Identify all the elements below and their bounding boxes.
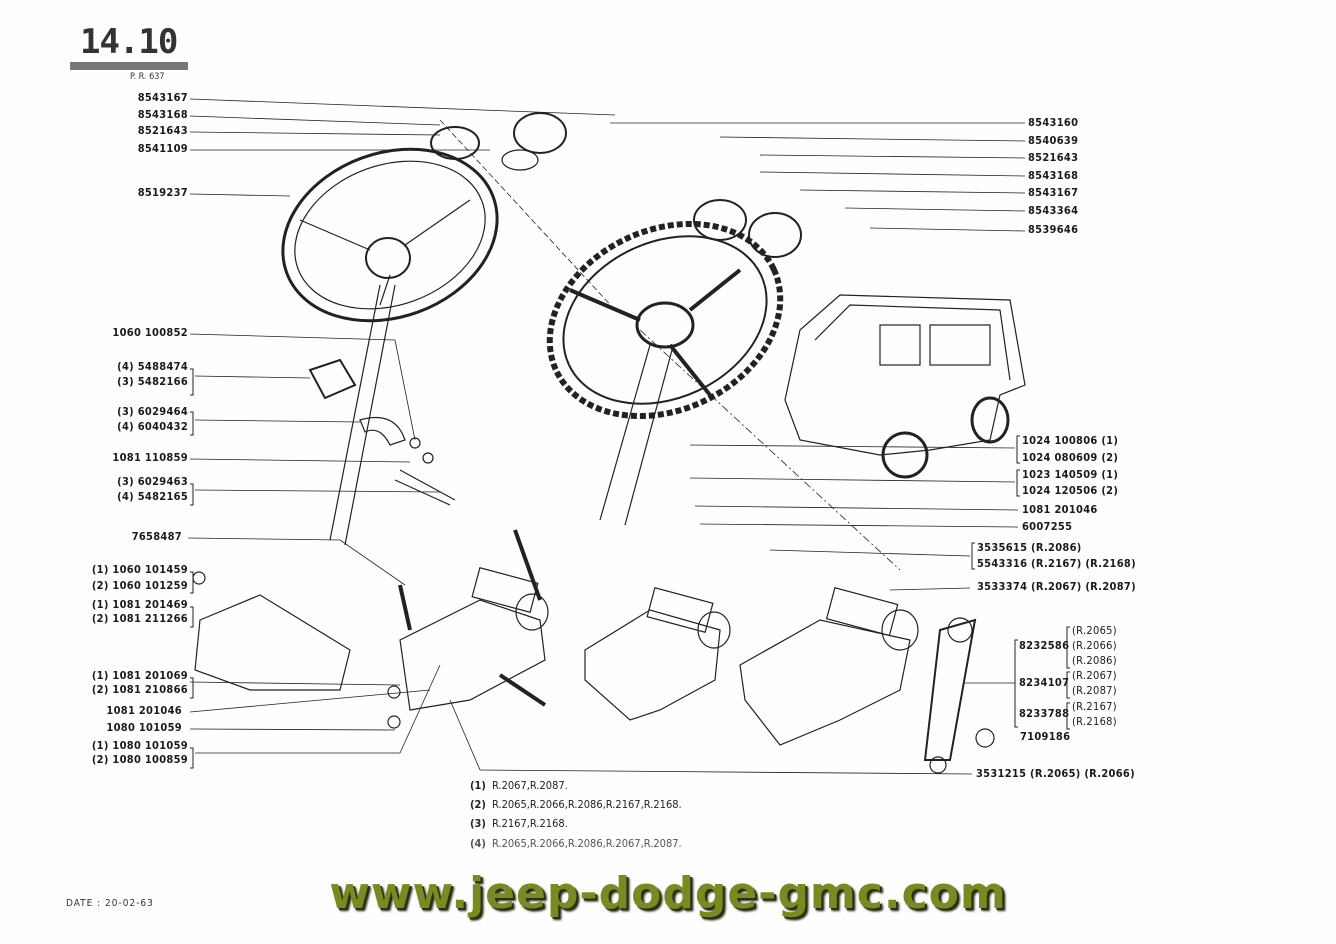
variant-label: (R.2087) bbox=[1072, 684, 1117, 697]
footnote: (2)R.2065,R.2066,R.2086,R.2167,R.2168. bbox=[470, 798, 682, 811]
part-label: (1) 1060 101459 bbox=[91, 563, 188, 576]
steering-box-and-brackets bbox=[192, 358, 995, 774]
page-number: 14.10 bbox=[80, 22, 178, 62]
part-label: (3) 5482166 bbox=[117, 375, 188, 388]
part-label: 1024 080609 (2) bbox=[1022, 451, 1119, 464]
part-label: 7109186 bbox=[1020, 730, 1071, 743]
part-label: 1060 100852 bbox=[112, 326, 188, 339]
footnote: (3)R.2167,R.2168. bbox=[470, 817, 568, 830]
part-label: 8543364 bbox=[1028, 204, 1079, 217]
date-stamp: DATE : 20-02-63 bbox=[66, 898, 154, 909]
steering-wheel-left bbox=[281, 112, 567, 546]
part-label: 8543168 bbox=[1028, 169, 1079, 182]
variant-label: (R.2066) bbox=[1072, 639, 1117, 652]
part-label: (2) 1080 100859 bbox=[91, 753, 188, 766]
variant-label: (R.2086) bbox=[1072, 654, 1117, 667]
part-label: 8540639 bbox=[1028, 134, 1079, 147]
part-label: 1081 201046 bbox=[106, 704, 182, 717]
leader-lines bbox=[187, 98, 1026, 775]
part-label: 6007255 bbox=[1022, 520, 1073, 533]
part-label: (2) 1081 211266 bbox=[91, 612, 188, 625]
watermark-url: www.jeep-dodge-gmc.com bbox=[329, 868, 1007, 919]
variant-label: (R.2065) bbox=[1072, 624, 1117, 637]
part-label: 7658487 bbox=[131, 530, 182, 543]
part-label: 8521643 bbox=[1028, 151, 1079, 164]
part-label: 1081 110859 bbox=[112, 451, 188, 464]
variant-label: (R.2167) bbox=[1072, 700, 1117, 713]
footnote: (4)R.2065,R.2066,R.2086,R.2067,R.2087. bbox=[470, 837, 682, 850]
part-label: 8541109 bbox=[137, 142, 188, 155]
steering-wheel-right bbox=[546, 199, 802, 526]
part-label: (2) 1081 210866 bbox=[91, 683, 188, 696]
part-label: 8519237 bbox=[137, 186, 188, 199]
part-label: 5543316 (R.2167) (R.2168) bbox=[977, 557, 1136, 570]
part-label: 3535615 (R.2086) bbox=[977, 541, 1082, 554]
part-label: 1080 101059 bbox=[106, 721, 182, 734]
part-label: (4) 6040432 bbox=[117, 420, 188, 433]
part-label: (1) 1081 201469 bbox=[91, 598, 188, 611]
part-label: 1024 100806 (1) bbox=[1022, 434, 1119, 447]
vehicle-illustration bbox=[784, 294, 1026, 479]
part-label: 8543167 bbox=[137, 91, 188, 104]
part-label: (1) 1081 201069 bbox=[91, 669, 188, 682]
part-label: 8521643 bbox=[137, 124, 188, 137]
part-label: 1023 140509 (1) bbox=[1022, 468, 1119, 481]
part-label: 1024 120506 (2) bbox=[1022, 484, 1119, 497]
part-label: (2) 1060 101259 bbox=[91, 579, 188, 592]
part-label: 8539646 bbox=[1028, 223, 1079, 236]
part-label: 8543168 bbox=[137, 108, 188, 121]
footnote: (1)R.2067,R.2087. bbox=[470, 779, 568, 792]
part-label: 8232586 bbox=[1019, 639, 1070, 652]
part-label: 3531215 (R.2065) (R.2066) bbox=[976, 767, 1135, 780]
part-label: 8233788 bbox=[1019, 707, 1070, 720]
part-label: 8234107 bbox=[1019, 676, 1070, 689]
part-label: 8543160 bbox=[1028, 116, 1079, 129]
reference: P. R. 637 bbox=[130, 72, 165, 82]
variant-label: (R.2168) bbox=[1072, 715, 1117, 728]
label-braces bbox=[190, 368, 1070, 769]
variant-label: (R.2067) bbox=[1072, 669, 1117, 682]
title-bar bbox=[70, 62, 188, 70]
part-label: (4) 5488474 bbox=[117, 360, 188, 373]
part-label: (3) 6029464 bbox=[117, 405, 188, 418]
part-label: (4) 5482165 bbox=[117, 490, 188, 503]
part-label: (1) 1080 101059 bbox=[91, 739, 188, 752]
part-label: 8543167 bbox=[1028, 186, 1079, 199]
part-label: 3533374 (R.2067) (R.2087) bbox=[977, 580, 1136, 593]
part-label: (3) 6029463 bbox=[117, 475, 188, 488]
part-label: 1081 201046 bbox=[1022, 503, 1098, 516]
